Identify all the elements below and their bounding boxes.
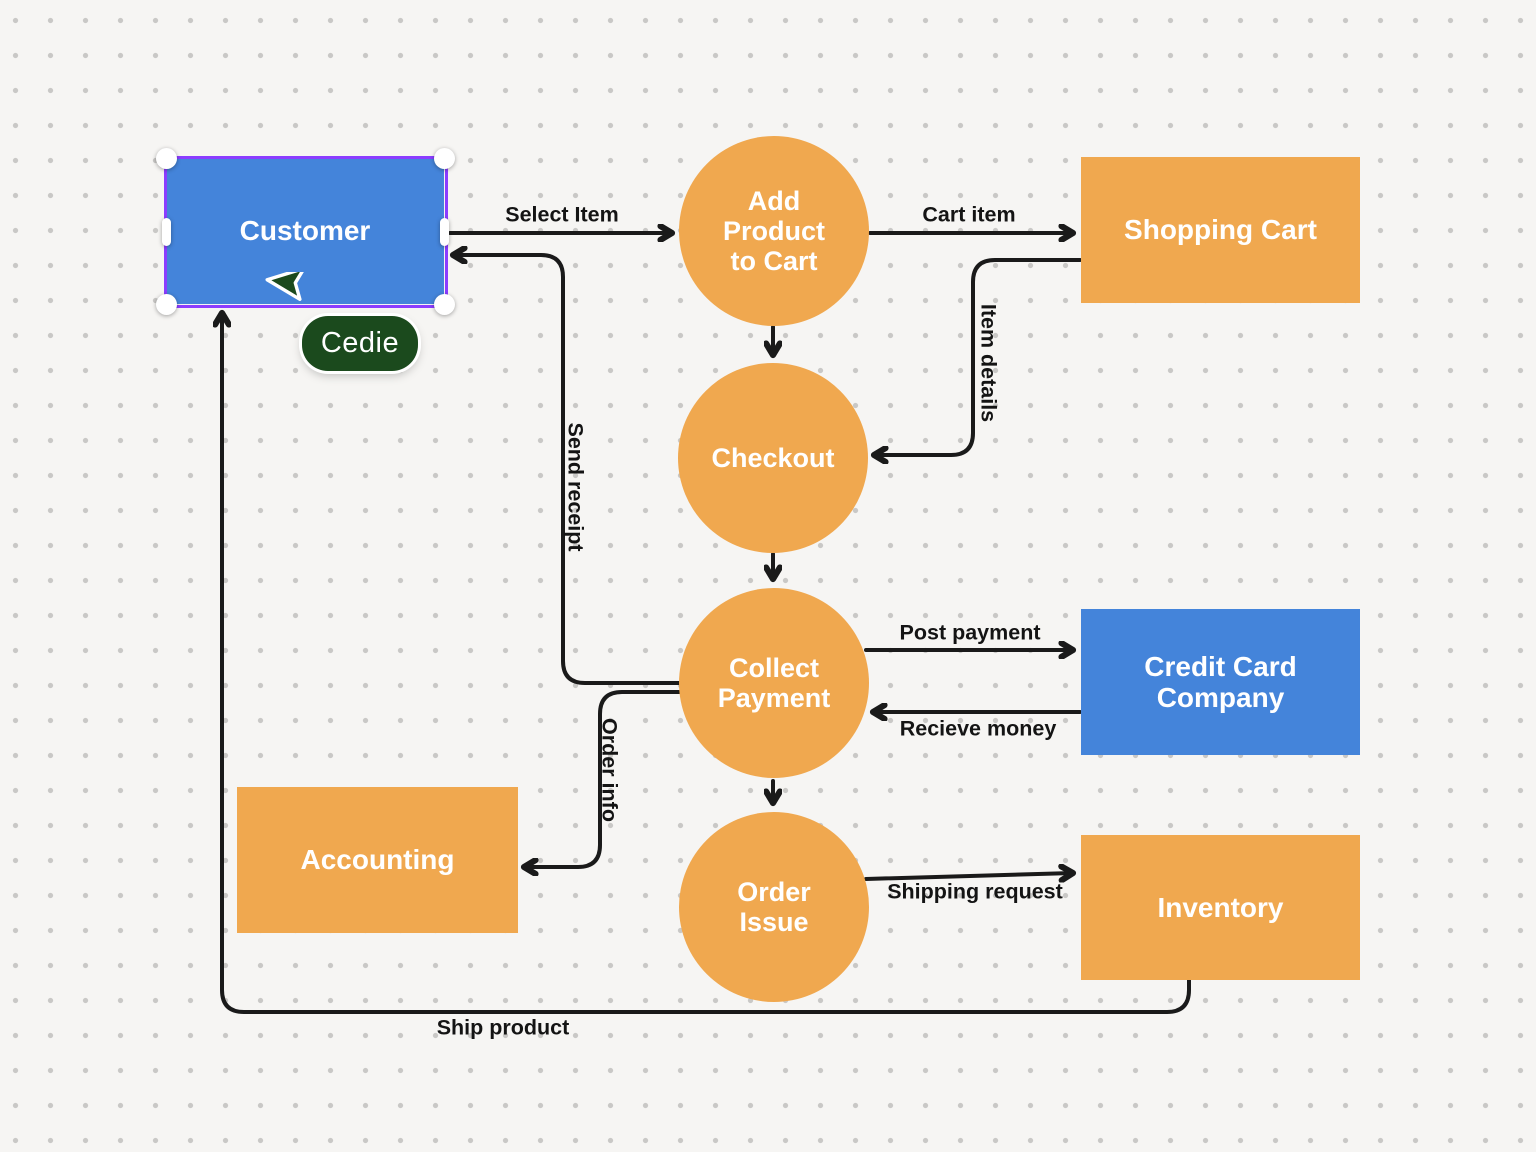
node-order-issue[interactable]: Order Issue — [679, 812, 869, 1002]
node-inventory-label: Inventory — [1157, 891, 1284, 923]
edge-label-select-item[interactable]: Select Item — [505, 202, 619, 227]
edge-item-details[interactable] — [874, 258, 1082, 455]
node-credit-card-label: Credit Card Company — [1144, 650, 1297, 713]
edge-label-post-payment[interactable]: Post payment — [899, 620, 1041, 645]
node-credit-card-company[interactable]: Credit Card Company — [1081, 609, 1360, 755]
node-checkout[interactable]: Checkout — [678, 363, 868, 553]
selection-handle-bottom-right[interactable] — [434, 294, 455, 315]
node-inventory[interactable]: Inventory — [1081, 835, 1360, 980]
edge-label-cart-item[interactable]: Cart item — [922, 202, 1016, 227]
node-add-product-to-cart[interactable]: Add Product to Cart — [679, 136, 869, 326]
collaborator-name: Cedie — [320, 327, 400, 359]
node-checkout-label: Checkout — [711, 442, 835, 473]
selection-handle-left[interactable] — [162, 218, 171, 246]
node-shopping-cart[interactable]: Shopping Cart — [1081, 157, 1360, 303]
node-accounting-label: Accounting — [300, 844, 455, 876]
edge-ship-product[interactable] — [222, 313, 1191, 1014]
node-collect-payment[interactable]: Collect Payment — [679, 588, 869, 778]
node-collect-payment-label: Collect Payment — [717, 652, 831, 713]
edge-shipping-request[interactable] — [864, 873, 1073, 879]
edge-label-ship-product[interactable]: Ship product — [436, 1015, 570, 1040]
selection-handle-top-right[interactable] — [434, 148, 455, 169]
collaborator-cursor-icon — [265, 272, 306, 301]
node-customer-label: Customer — [239, 215, 371, 247]
node-shopping-cart-label: Shopping Cart — [1124, 214, 1317, 246]
edge-label-shipping-request[interactable]: Shipping request — [887, 879, 1063, 904]
edge-label-send-receipt[interactable]: Send receipt — [563, 422, 588, 552]
selection-handle-top-left[interactable] — [156, 148, 177, 169]
edge-label-order-info[interactable]: Order info — [597, 718, 622, 822]
edge-label-recieve-money[interactable]: Recieve money — [899, 716, 1057, 741]
edge-label-item-details[interactable]: Item details — [976, 303, 1001, 423]
node-order-issue-label: Order Issue — [737, 876, 811, 937]
node-accounting[interactable]: Accounting — [237, 787, 518, 933]
selection-handle-bottom-left[interactable] — [156, 294, 177, 315]
edge-send-receipt[interactable] — [453, 255, 683, 685]
edge-order-info[interactable] — [524, 690, 681, 867]
collaborator-name-tag: Cedie — [302, 316, 418, 371]
selection-handle-right[interactable] — [440, 218, 449, 246]
node-customer[interactable]: Customer — [166, 158, 444, 304]
node-add-product-label: Add Product to Cart — [722, 185, 825, 277]
